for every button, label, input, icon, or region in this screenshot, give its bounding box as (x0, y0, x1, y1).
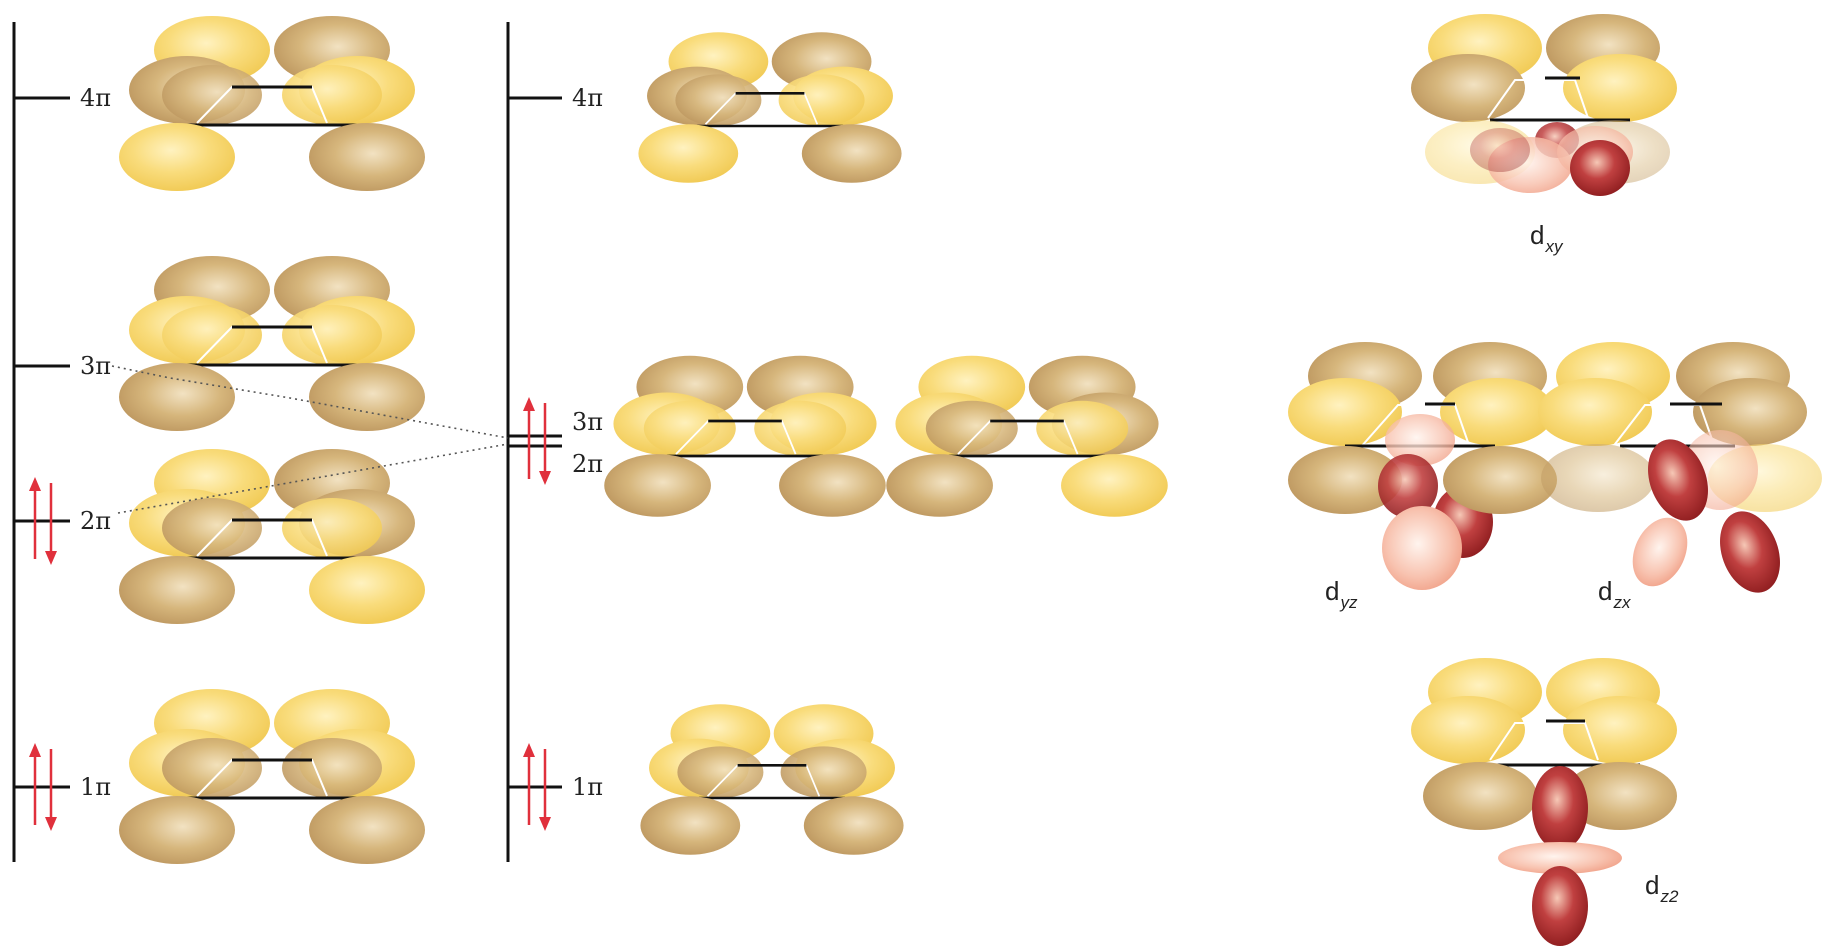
dzx-label: dzx (1598, 576, 1631, 612)
dzx-orbital (1538, 342, 1822, 593)
left-label-3pi: 3π (80, 352, 112, 380)
middle-4pi-orbital (637, 30, 903, 185)
left-1pi-orbital (117, 687, 427, 866)
dz2-orbital (1411, 658, 1677, 946)
middle-2pi-orbital-b (884, 354, 1170, 519)
middle-1pi-orbital (639, 702, 905, 857)
correlation-line-3pi (111, 365, 509, 439)
middle-2pi-electron-pair (521, 395, 553, 487)
middle-2pi-orbital-a (602, 354, 888, 519)
left-4pi-orbital (117, 14, 427, 193)
left-3pi-orbital (117, 254, 427, 433)
middle-label-3pi: 3π (572, 408, 604, 436)
dz2-label: dz2 (1645, 870, 1679, 906)
dyz-label: dyz (1325, 576, 1358, 612)
left-label-4pi: 4π (80, 84, 112, 112)
dyz-orbital (1288, 342, 1557, 590)
middle-label-2pi: 2π (572, 450, 604, 478)
correlation-line-2pi (117, 443, 509, 514)
dxy-label: dxy (1530, 220, 1563, 256)
left-label-2pi: 2π (80, 507, 112, 535)
dxy-orbital (1411, 14, 1677, 196)
left-2pi-orbital (117, 447, 427, 626)
middle-label-1pi: 1π (572, 773, 604, 801)
left-label-1pi: 1π (80, 773, 112, 801)
middle-label-4pi: 4π (572, 84, 604, 112)
